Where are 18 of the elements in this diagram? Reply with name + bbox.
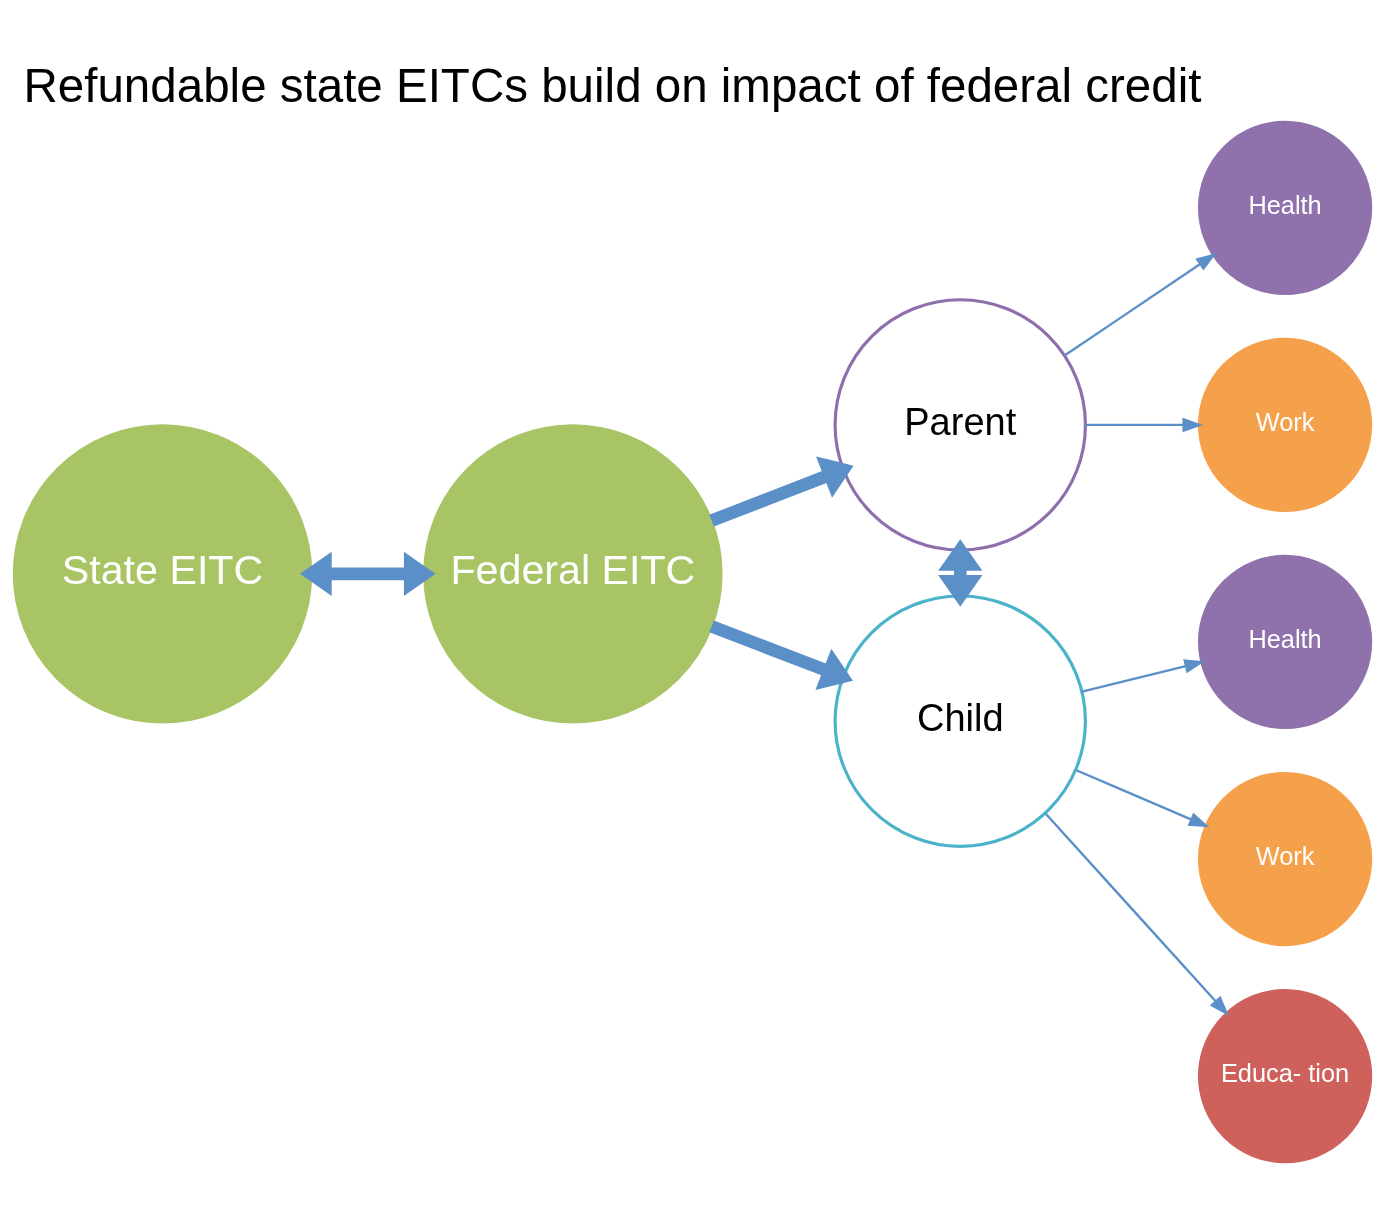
arrow [709,456,854,527]
arrow [1075,768,1210,828]
node-circle: Federal EITC [423,424,723,724]
node-circle: Child [833,594,1087,848]
arrow [709,620,853,690]
node-circle: Work [1197,337,1373,513]
arrow [938,539,983,607]
node-circle: State EITC [12,424,313,724]
arrow [300,551,436,596]
arrow [1081,659,1205,693]
node-circle: Work [1197,771,1373,947]
node-circle: Health [1197,554,1373,730]
node-circle: Educa- tion [1197,988,1373,1164]
node-circle: Parent [833,298,1087,552]
diagram-title: Refundable state EITCs build on impact of federal credit [23,58,1202,112]
arrow [1085,417,1204,433]
arrow [1064,253,1217,357]
arrow [1044,812,1229,1016]
